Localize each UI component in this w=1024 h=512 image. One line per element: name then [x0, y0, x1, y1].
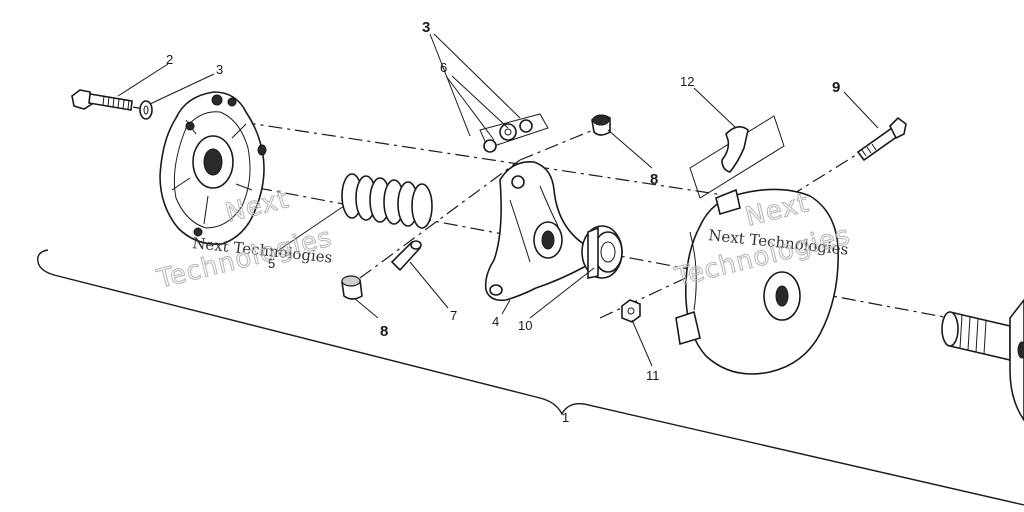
assembly-bracket: [37, 249, 1024, 506]
callout-3-left: 3: [216, 62, 223, 77]
callout-7: 7: [450, 308, 457, 323]
washer-3: [139, 100, 153, 120]
sheave: [675, 188, 839, 375]
callout-8-upper: 8: [650, 171, 658, 188]
pin-7: [390, 240, 422, 272]
callout-12: 12: [680, 74, 694, 89]
roller-10: [581, 225, 623, 279]
callout-10: 10: [518, 318, 532, 333]
callout-11: 11: [646, 368, 660, 383]
shaft: [941, 298, 1024, 422]
button-8-lower: [341, 275, 363, 300]
nut-11: [621, 299, 641, 323]
button-8-upper: [591, 114, 611, 136]
bolt-9: [856, 116, 907, 162]
cover-plate: [159, 91, 267, 245]
callout-5: 5: [268, 256, 275, 271]
spring-5: [341, 173, 433, 229]
callout-1: 1: [562, 410, 569, 425]
leader-lines: [117, 33, 879, 367]
callout-8-lower: 8: [380, 323, 388, 340]
callout-4: 4: [492, 314, 499, 329]
callouts: 1 2 3 3 4 5 6 7 8 8 9 10 11 12: [166, 19, 840, 425]
spider-arm-4: [484, 161, 594, 302]
callout-6: 6: [440, 60, 447, 75]
bolt-2: [71, 89, 133, 111]
callout-3-top: 3: [422, 19, 430, 36]
callout-2: 2: [166, 52, 173, 67]
cam-weight-12: [689, 115, 785, 199]
bushing-set-6: [479, 113, 549, 153]
callout-9: 9: [832, 79, 840, 96]
